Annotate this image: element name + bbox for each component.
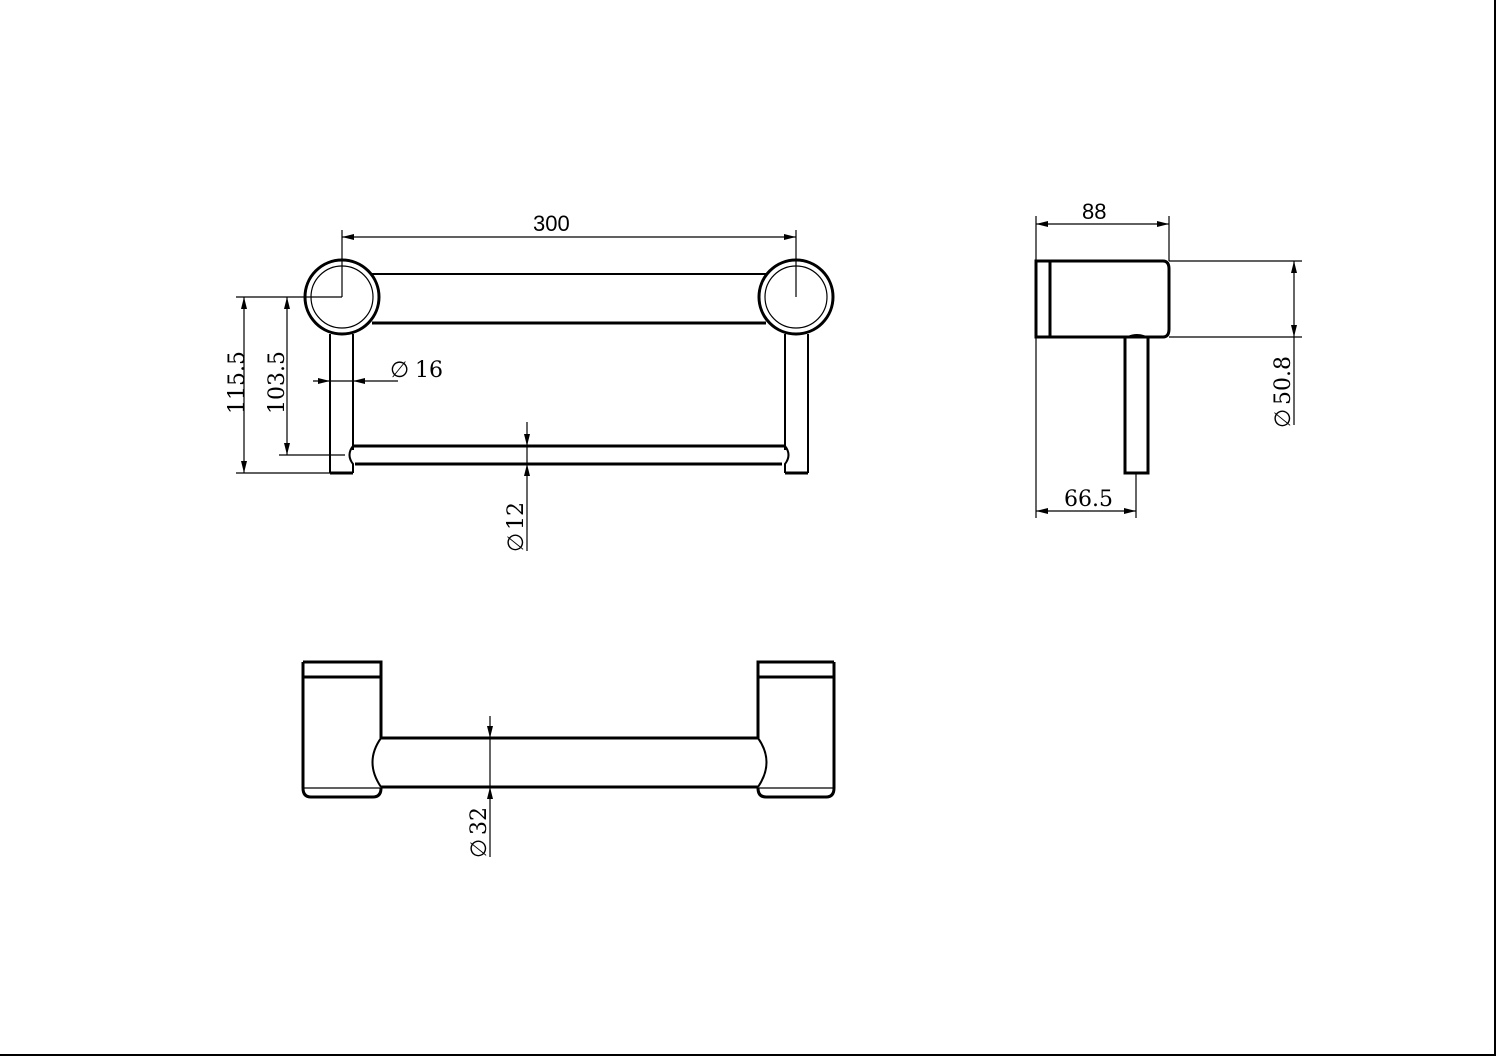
dimension-label-88: 88: [1082, 199, 1106, 224]
dimension-300: 300: [342, 211, 796, 240]
diameter-symbol: ∅: [1271, 409, 1296, 428]
dimension-diameter-16: ∅ 16: [313, 358, 443, 384]
dimension-66-5: 66.5: [1035, 337, 1137, 518]
dimension-label-32: 32: [467, 807, 492, 835]
dimension-label-103-5: 103.5: [265, 351, 290, 414]
front-view: ∅ 32: [301, 660, 836, 858]
dimension-label-300: 300: [533, 211, 570, 236]
dimension-diameter-12: ∅ 12: [504, 422, 530, 552]
dimension-label-16: 16: [415, 358, 443, 383]
dimension-label-12: 12: [504, 502, 529, 530]
diameter-symbol: ∅: [390, 358, 409, 383]
dimension-103-5: 103.5: [265, 297, 345, 456]
dimension-diameter-50-8: ∅ 50.8: [1169, 260, 1302, 428]
dimension-label-115-5: 115.5: [225, 351, 250, 414]
diameter-symbol: ∅: [467, 839, 492, 858]
dimension-label-50-8: 50.8: [1271, 356, 1296, 405]
dimension-115-5: 115.5: [225, 297, 330, 474]
side-view: 88 ∅ 50.8 66.5: [1034, 199, 1302, 518]
dimension-label-66-5: 66.5: [1064, 487, 1113, 512]
top-view: 300 115.5 103.5 ∅ 16: [225, 211, 835, 552]
dimension-diameter-32: ∅ 32: [467, 716, 493, 858]
dimension-88: 88: [1035, 199, 1170, 261]
diameter-symbol: ∅: [504, 533, 529, 552]
